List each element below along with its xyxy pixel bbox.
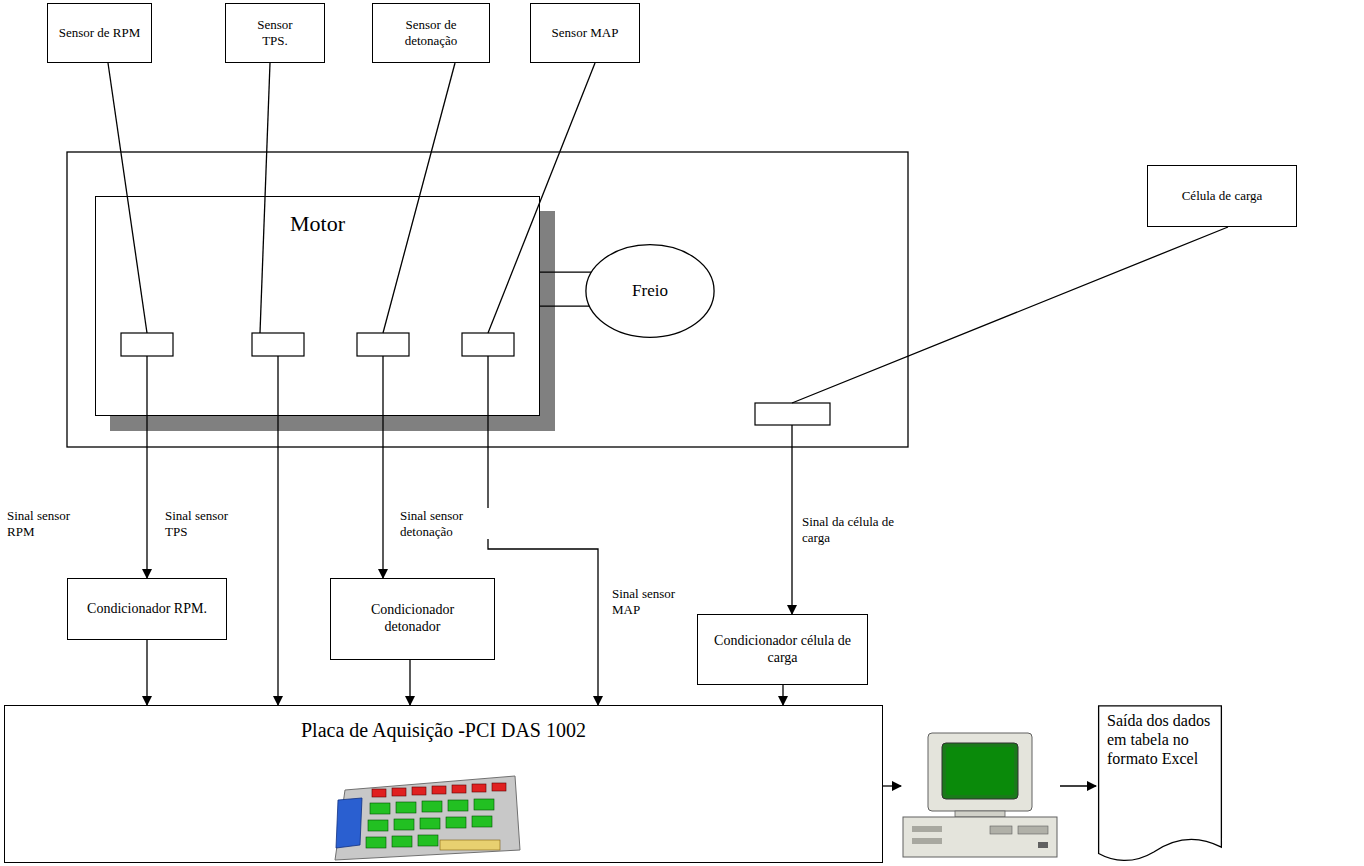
- acquisition-board-box: Placa de Aquisição -PCI DAS 1002: [4, 705, 883, 863]
- signal-arrow: [792, 227, 1228, 614]
- connector-line: [108, 63, 147, 333]
- node-text-group: Condicionador célula de carga: [712, 633, 853, 667]
- flow-arrow: [1060, 785, 1096, 786]
- signal-label: Sinal sensor RPM: [5, 508, 93, 539]
- load-cell-box: Célula de carga: [1147, 165, 1297, 227]
- daq-board-icon: [335, 776, 520, 860]
- motor-fill: [95, 196, 540, 416]
- node-label: Motor: [290, 211, 345, 237]
- node-text-group: Placa de Aquisição -PCI DAS 1002: [301, 718, 586, 742]
- brake-circle: Freio: [585, 244, 715, 338]
- node-label: Saída dos dados em tabela no formato Exc…: [1107, 711, 1213, 769]
- node-text-group: Condicionador detonador: [353, 602, 472, 636]
- signal-arrow: [382, 356, 383, 578]
- computer-icon: [903, 733, 1057, 857]
- signal-arrow: [146, 640, 147, 705]
- sensor-box: Sensor TPS.: [225, 3, 325, 63]
- node-text-group: Sensor MAP: [552, 25, 619, 41]
- signal-arrow: [146, 356, 147, 578]
- conditioner-box: Condicionador detonador: [330, 578, 495, 660]
- node-text-group: Motor: [290, 211, 345, 237]
- node-label: Sensor MAP: [552, 25, 619, 41]
- node-text-group: Condicionador RPM.: [87, 601, 207, 618]
- node-text-group: Saída dos dados em tabela no formato Exc…: [1107, 711, 1213, 769]
- connector-line: [488, 63, 595, 333]
- sensor-mount: [252, 333, 304, 356]
- output-document: Saída dos dados em tabela no formato Exc…: [1098, 705, 1222, 863]
- node-text-group: Sensor TPS.: [246, 17, 304, 48]
- node-label: Sensor de detonação: [381, 17, 481, 48]
- signal-label: Sinal sensor TPS: [163, 508, 251, 539]
- signal-label: Sinal da célula de carga: [800, 514, 916, 545]
- node-label: Sensor TPS.: [246, 17, 304, 48]
- sensor-mount: [121, 333, 173, 356]
- node-label: Condicionador RPM.: [87, 601, 207, 618]
- sensor-box: Sensor MAP: [530, 3, 640, 63]
- node-label: Condicionador célula de carga: [712, 633, 853, 667]
- sensor-mount: [462, 333, 514, 356]
- node-text-group: Sensor de detonação: [381, 17, 481, 48]
- signal-arrow: [782, 685, 783, 705]
- node-label: Freio: [632, 281, 668, 301]
- node-text-group: Célula de carga: [1182, 188, 1263, 204]
- signal-arrow: [277, 356, 278, 705]
- connector-line: [383, 63, 455, 333]
- conditioner-box: Condicionador RPM.: [67, 578, 227, 640]
- conditioner-box: Condicionador célula de carga: [697, 614, 868, 685]
- sensor-mount: [357, 333, 409, 356]
- node-text-group: Sensor de RPM: [59, 25, 141, 41]
- node-label: Condicionador detonador: [353, 602, 472, 636]
- signal-label: Sinal sensor detonação: [398, 508, 494, 539]
- node-label: Célula de carga: [1182, 188, 1263, 204]
- sensor-box: Sensor de detonação: [372, 3, 490, 63]
- engine-box: Motor: [95, 196, 540, 416]
- signal-label: Sinal sensor MAP: [610, 586, 694, 617]
- node-text-group: Freio: [632, 281, 668, 301]
- signal-arrow: [488, 356, 598, 705]
- connector-line: [260, 63, 270, 333]
- flow-arrow: [883, 785, 901, 786]
- signal-arrow: [409, 660, 410, 705]
- load-cell-mount: [755, 403, 830, 425]
- sensor-box: Sensor de RPM: [47, 3, 152, 63]
- node-label: Sensor de RPM: [59, 25, 141, 41]
- node-label: Placa de Aquisição -PCI DAS 1002: [301, 718, 586, 742]
